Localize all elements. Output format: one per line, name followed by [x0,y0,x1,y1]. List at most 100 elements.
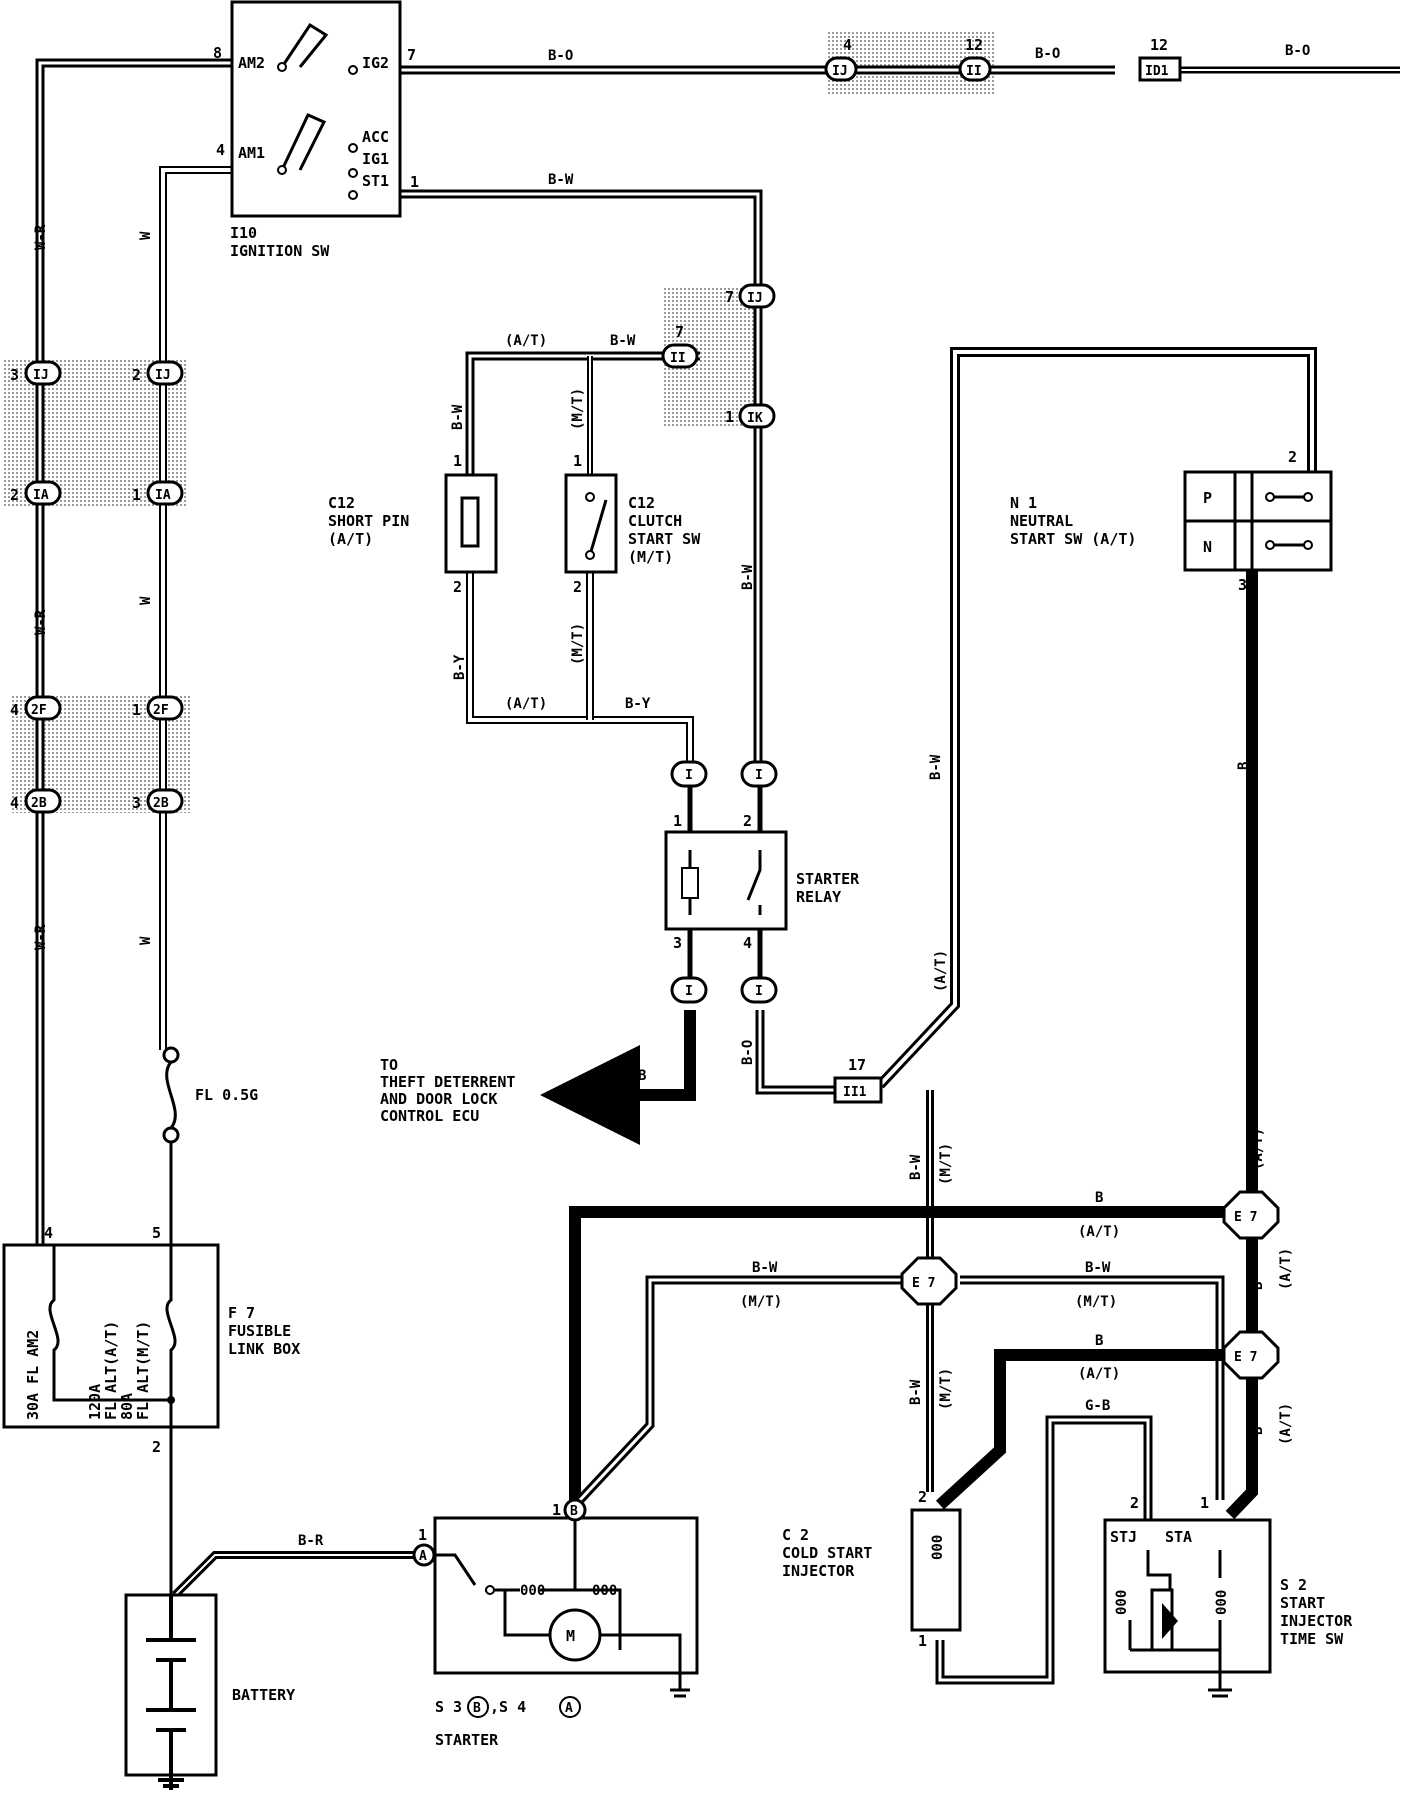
clutch-switch: 1 2 C12 CLUTCH START SW (M/T) [564,452,701,596]
theft-l4: CONTROL ECU [380,1107,479,1125]
starter-b-terminal: B [570,1504,578,1519]
wire-label-wr-2: W-R [33,609,49,635]
wire-label-bw-7: B-W [908,1379,924,1405]
battery: BATTERY [124,1593,295,1790]
pin-ii17: 17 [848,1056,866,1074]
starter-id-mid: ,S 4 [490,1698,526,1716]
relay-pin4: 4 [743,934,752,952]
neutral-id: N 1 [1010,494,1037,512]
pin-ij4: 4 [843,36,852,54]
cold-id: C 2 [782,1526,809,1544]
wire-label-at-h2: (A/T) [1078,1366,1120,1382]
wire-label-mt-2: (M/T) [570,623,586,665]
conn-2b-left2: 2B [153,796,169,811]
wire-label-bw-4: B-W [740,564,756,590]
pin-idi12: 12 [1150,36,1168,54]
relay-pin1: 1 [673,812,682,830]
wire-label-mt-3: (M/T) [938,1143,954,1185]
cold-start-injector: 000 2 1 C 2 COLD START INJECTOR [782,1488,962,1650]
wire-label-bw-5: B-W [908,1154,924,1180]
ignition-id: I10 [230,224,257,242]
pin-ig2: 7 [407,46,416,64]
term-am2: AM2 [238,54,265,72]
starter-relay: 1 2 3 4 STARTER RELAY [664,786,860,978]
wire-label-b-h1: B [1095,1190,1103,1206]
short-pin-pin2: 2 [453,578,462,596]
wire-label-b-h2: B [1095,1333,1103,1349]
conn-ii1: II1 17 [833,1056,883,1104]
timesw-id: S 2 [1280,1576,1307,1594]
pin-f1: 1 [132,701,141,719]
cold-name: COLD START [782,1544,872,1562]
starter-id: S 3 [435,1698,462,1716]
wire-label-bw-3: B-W [450,404,466,430]
wire-label-br: B-R [298,1533,324,1549]
starter: A 1 B 1 000 000 M S 3 B ,S 4 A STARTER [412,1498,699,1749]
conn-2b-left1: 2B [31,796,47,811]
theft-l2: THEFT DETERRENT [380,1073,515,1091]
short-pin-name: SHORT PIN [328,512,409,530]
wire-label-at-h1: (A/T) [1078,1224,1120,1240]
conn-ia-left1: IA [33,488,49,503]
wire-label-w-1: W [138,231,154,240]
term-am1: AM1 [238,144,265,162]
short-pin-id: C12 [328,494,355,512]
clutch-name: CLUTCH [628,512,682,530]
fusible-name: FUSIBLE [228,1322,291,1340]
wire-label-bw-h1: B-W [752,1260,778,1276]
wire-label-gb: G-B [1085,1398,1110,1414]
pin-ij7: 7 [725,288,734,306]
wire-label-wr-3: W-R [33,924,49,950]
pin-f4: 4 [10,701,19,719]
starter-pin1b: 1 [552,1501,561,1519]
wire-label-b-right2: B [1250,1282,1266,1290]
ignition-name: IGNITION SW [230,242,330,260]
neutral-name2: START SW (A/T) [1010,530,1136,548]
clutch-id: C12 [628,494,655,512]
wire-label-b-theft: B [638,1068,646,1084]
wire-label-at-4: (A/T) [1250,1128,1266,1170]
pin-am2: 8 [213,44,222,62]
short-pin-note: (A/T) [328,530,373,548]
injector-coil-icon: 000 [930,1535,946,1560]
neutral-pin2: 2 [1288,448,1297,466]
pin-ij2: 2 [132,366,141,384]
pin-ii7: 7 [675,323,684,341]
fusible-fl1: 30A FL AM2 [24,1330,42,1420]
battery-label: BATTERY [232,1686,295,1704]
left-connectors: IJ 3 IJ 2 IA 2 IA 1 2F 4 2F 1 2B 4 2B 3 [10,360,184,814]
conn-ij-left1: IJ [33,368,49,383]
wire-label-bw-top: B-W [548,172,574,188]
wire-label-bw-2: B-W [610,333,636,349]
pin-ia1: 1 [132,486,141,504]
e7-connectors: E 7 E 7 E 7 [900,1190,1280,1380]
starter-id-b: B [473,1701,481,1716]
starter-coil1-icon: 000 [520,1583,545,1599]
conn-2f-left2: 2F [153,703,169,718]
wire-label-b-right3: B [1250,1427,1266,1435]
relay-name2: RELAY [796,888,841,906]
short-pin: 1 2 C12 SHORT PIN (A/T) [328,452,498,596]
wire-label-by-2: B-Y [625,696,651,712]
timesw-stj: STJ [1110,1528,1137,1546]
theft-note: TO THEFT DETERRENT AND DOOR LOCK CONTROL… [380,1056,646,1125]
wire-label-at-2: (A/T) [505,696,547,712]
neutral-n: N [1203,538,1212,556]
fusible-name2: LINK BOX [228,1340,300,1358]
clutch-name2: START SW [628,530,701,548]
pin-ij3: 3 [10,366,19,384]
conn-relay-4: I [755,984,763,999]
pin-b4: 4 [10,794,19,812]
timesw-pin1: 1 [1200,1494,1209,1512]
timesw-coil2-icon: 000 [1214,1590,1230,1615]
term-acc: ACC [362,128,389,146]
wire-label-at-5: (A/T) [1278,1248,1294,1290]
clutch-pin2: 2 [573,578,582,596]
pin-st1: 1 [410,173,419,191]
term-ig2: IG2 [362,54,389,72]
pin-ik1: 1 [725,408,734,426]
neutral-name: NEUTRAL [1010,512,1073,530]
neutral-switch: P N 2 3 N 1 NEUTRAL START SW (A/T) [1010,448,1333,594]
top-connectors: IJ 4 II 12 ID1 12 [824,36,1182,82]
wire-label-w-3: W [138,936,154,945]
